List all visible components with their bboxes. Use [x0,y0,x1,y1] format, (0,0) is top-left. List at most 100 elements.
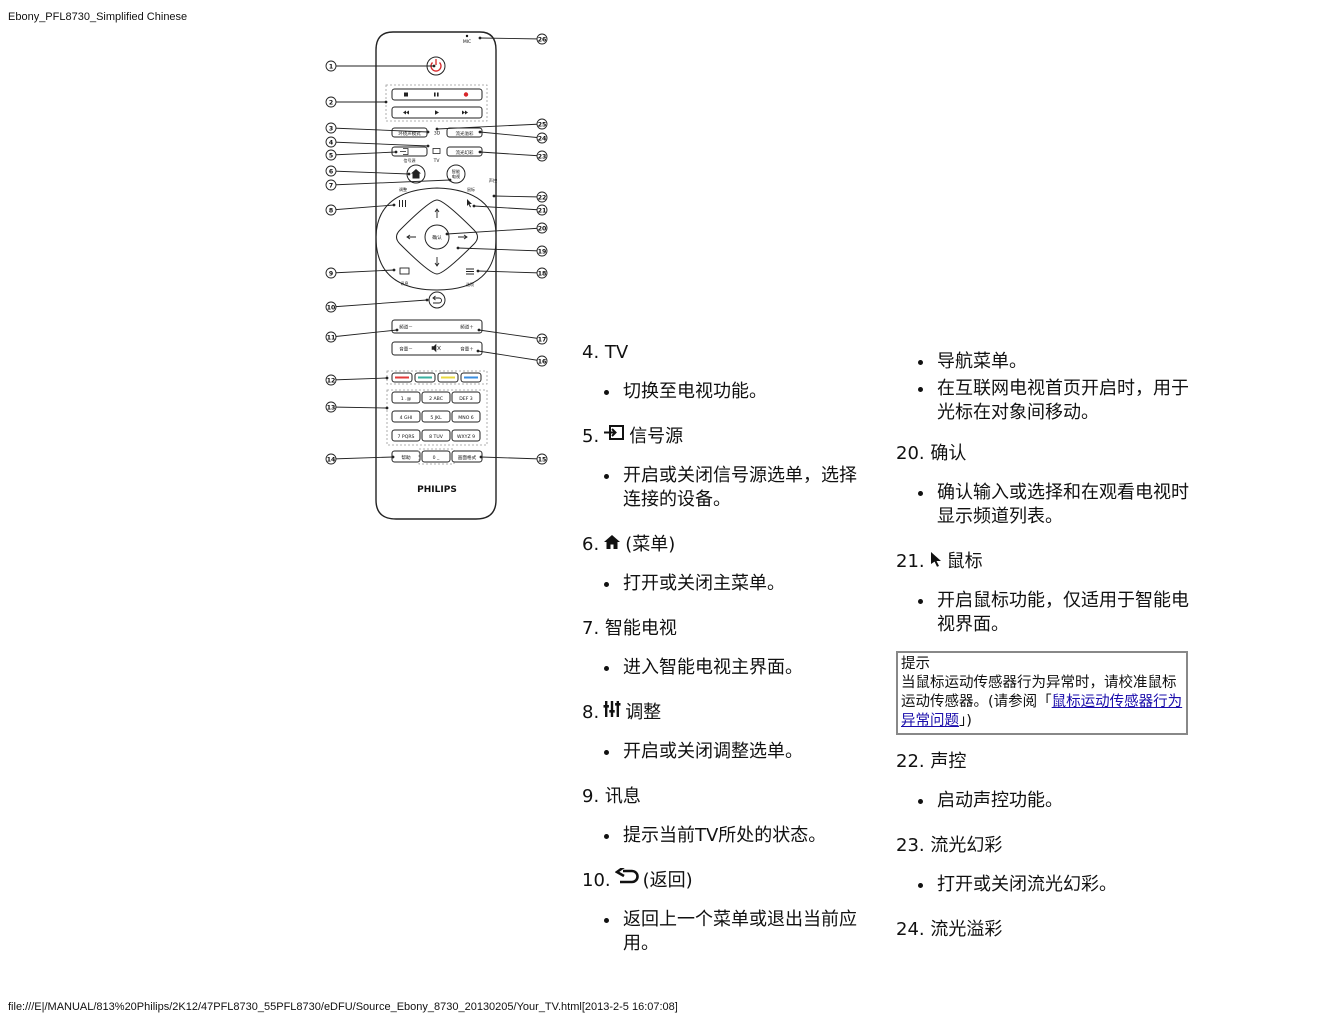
callout-number: 14 [327,456,336,463]
callout-number: 17 [538,336,547,343]
smart-tv-label: 智能 [452,168,461,175]
section-heading-voice: 22. 声控 [896,751,967,772]
list-item: 开启或关闭信号源选单，选择连接的设备。 [602,464,872,512]
section-heading-ambilight: 23. 流光幻彩 [896,835,1003,856]
callout-circle [536,118,548,130]
callout-dot [477,328,481,332]
play-icon [435,110,439,115]
section-heading: 5.信号源 [582,424,872,450]
callout-leader [446,227,543,235]
tip-tail: 」) [959,713,972,729]
home-icon [603,532,621,558]
color-key-bar [395,376,409,379]
callout-number: 25 [538,121,547,128]
section-heading-ambilight-mode: 24. 流光溢彩 [896,919,1003,940]
page-footer: file:///E|/MANUAL/813%20Philips/2K12/47P… [8,1001,678,1013]
keypad-key-label: 1 .@ [401,396,412,402]
list-item: 启动声控功能。 [916,789,1192,813]
up-arrow-icon [434,208,440,218]
callout-dot [392,203,396,207]
source-button [391,146,428,157]
zero-outline [418,448,455,465]
callout-number: 6 [329,168,333,175]
three-d-label: 3D [434,131,441,137]
callout-circle [536,355,548,367]
callout-number: 18 [538,270,547,277]
list-item: 切换至电视功能。 [602,380,872,404]
back-icon [614,865,639,894]
callout-dot [384,100,388,104]
callout-dot [394,150,398,154]
callout-number: 16 [538,358,547,365]
callout-circle [325,374,337,386]
adjust-label: 调整 [399,186,407,192]
callout-dot [385,376,389,380]
color-key-bar [441,376,455,379]
callout-circle [325,179,337,191]
channel-up-label: 频道＋ [460,324,474,331]
volume-rocker [391,341,483,356]
callout-dot [476,349,480,353]
callout-leader [330,299,428,308]
keypad-key [451,410,481,423]
section-heading: 10.(返回) [582,865,872,894]
tv-icon [432,148,441,154]
callout-leader [330,141,429,147]
callout-leader [477,270,543,274]
section-heading: 6.(菜单) [582,532,872,558]
callout-circle [325,301,337,313]
callout-leader [330,456,394,460]
smart-tv-label: 电视 [452,173,461,180]
callout-circle [325,204,337,216]
list-item: 进入智能电视主界面。 [602,656,872,680]
callout-leader [479,131,543,139]
callout-circle [536,245,548,257]
keypad-key [451,429,481,442]
tip-link[interactable]: 鼠标运动传感器行为异常问题 [901,694,1183,729]
callout-leader [330,329,398,338]
navigation-list: 导航菜单。 在互联网电视首页开启时，用于光标在对象间移动。 [896,350,1192,425]
ambilight-mode-label: 流光溢彩 [456,130,474,137]
callout-circle [325,331,337,343]
callout-number: 26 [538,36,547,43]
right-arrow-icon [458,234,468,240]
fast-forward-icon [462,110,468,115]
callout-circle [325,60,337,72]
callout-circle [325,267,337,279]
back-button [428,291,446,309]
adjust-icon [603,700,621,726]
callout-dot [391,455,395,459]
callout-leader [330,127,429,133]
callout-number: 21 [538,207,547,214]
callout-circle [325,136,337,148]
page-header: Ebony_PFL8730_Simplified Chinese [8,11,188,23]
callout-leader [330,151,397,156]
callout-number: 10 [327,304,336,311]
callout-dot [492,194,496,198]
callout-dot [478,36,482,40]
callout-dot [479,455,483,459]
callout-dot [478,150,482,154]
callout-dot [385,406,389,410]
keypad-key [421,410,451,423]
keypad-key [391,429,421,442]
callout-circle [536,191,548,203]
info-label: 讯息 [401,280,409,286]
callout-number: 20 [538,225,547,232]
pointer-icon [929,549,943,575]
callout-circle [536,204,548,216]
ambilight-button [446,146,483,157]
volume-down-label: 音量－ [399,346,413,353]
tip-title: 提示 [901,656,930,672]
home-icon [411,169,421,179]
callout-leader [457,247,543,252]
section-heading: 8.调整 [582,700,872,726]
section-heading: 4. TV [582,342,629,363]
brand-logo: PHILIPS [417,485,457,495]
callout-dot [435,127,439,131]
stop-icon [404,92,408,97]
section-heading: 9. 讯息 [582,786,641,807]
callout-circle [536,150,548,162]
callout-dot [448,178,452,182]
callout-number: 4 [329,139,334,146]
